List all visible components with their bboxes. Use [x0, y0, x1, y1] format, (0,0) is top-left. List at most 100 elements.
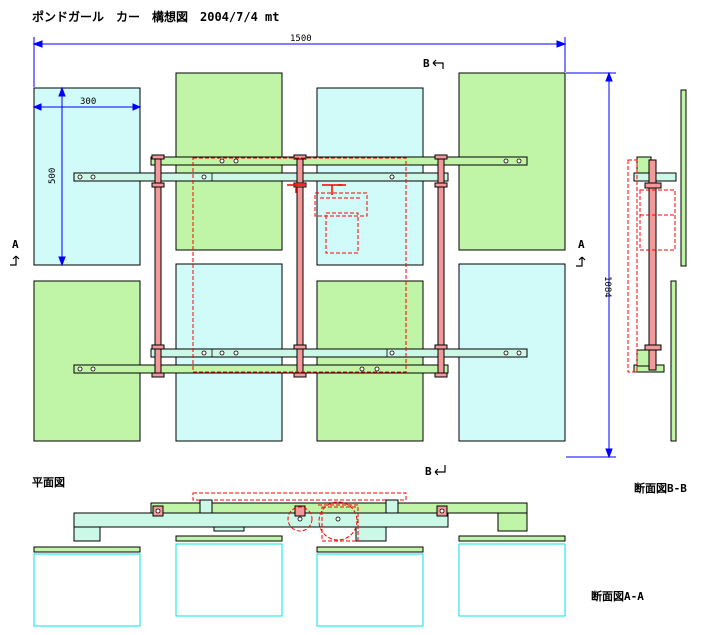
- plan-axles: [151, 154, 448, 378]
- bolt-hole: [77, 174, 83, 180]
- bb-hidden-motor: [639, 189, 676, 251]
- panel-green-bottom-1: [33, 280, 141, 442]
- bolt-hole: [90, 366, 96, 372]
- axle-left: [154, 154, 162, 376]
- bolt-hole: [219, 158, 225, 164]
- bolt-hole: [359, 366, 365, 372]
- axle-collar: [151, 344, 165, 350]
- aa-panel-edge-4: [458, 535, 566, 542]
- section-mark-a-left: A: [12, 238, 19, 251]
- bolt-hole: [233, 350, 239, 356]
- hidden-motor-box: [314, 192, 368, 217]
- axle-collar: [151, 372, 165, 378]
- aa-foot-right: [497, 512, 528, 532]
- bolt-hole: [503, 350, 509, 356]
- section-bb: [633, 89, 687, 442]
- section-mark-a-right: A: [578, 238, 585, 251]
- section-bb-hidden: [627, 159, 676, 373]
- bolt-hole: [516, 350, 522, 356]
- frame-bar-lower-back: [150, 348, 528, 358]
- section-aa-panels: [33, 535, 566, 627]
- bolt-hole: [439, 508, 445, 514]
- dimension-lines: [32, 37, 616, 459]
- bolt-hole: [77, 366, 83, 372]
- dim-overall-height-label: 1084: [602, 276, 612, 298]
- bolt-hole: [155, 508, 161, 514]
- bb-panel-lower: [670, 280, 677, 442]
- bolt-hole: [297, 516, 303, 522]
- dim-panel-height-label: 500: [48, 168, 58, 184]
- label-section-bb: 断面図B-B: [634, 481, 687, 495]
- axle-collar: [293, 344, 307, 350]
- section-aa-bolts: [155, 508, 445, 522]
- aa-panel-hidden-1: [33, 553, 141, 627]
- bolt-hole: [335, 516, 341, 522]
- aa-post: [199, 499, 213, 514]
- bolt-hole: [90, 174, 96, 180]
- aa-hub: [294, 505, 306, 517]
- bolt-hole: [201, 174, 207, 180]
- frame-bar-upper-back: [150, 156, 528, 166]
- bolt-hole: [389, 174, 395, 180]
- aa-frame-front: [73, 512, 449, 528]
- arrow-b-bottom: [434, 465, 446, 476]
- aa-foot-left: [73, 526, 101, 542]
- aa-foot-mid: [213, 526, 245, 532]
- aa-hidden-wheel: [318, 501, 358, 541]
- aa-panel-hidden-3: [316, 553, 424, 627]
- aa-panel-edge-1: [33, 546, 141, 553]
- arrow-a-right: [576, 256, 586, 267]
- axle-collar: [434, 344, 448, 350]
- axle-collar: [293, 372, 307, 378]
- aa-panel-hidden-2: [175, 543, 283, 617]
- bb-axle: [648, 159, 657, 371]
- aa-panel-hidden-4: [458, 543, 566, 617]
- section-aa-hidden: [287, 501, 360, 542]
- aa-hidden-top-plate: [192, 492, 407, 501]
- bb-collar: [644, 182, 662, 189]
- bb-hidden-outline: [627, 159, 638, 373]
- bolt-hole: [201, 350, 207, 356]
- bolt-hole: [374, 366, 380, 372]
- label-section-aa: 断面図A-A: [591, 589, 644, 603]
- axle-middle: [296, 154, 304, 376]
- bolt-hole: [219, 350, 225, 356]
- plan-bolt-holes: [77, 158, 522, 372]
- axle-collar: [434, 372, 448, 378]
- bb-collar: [644, 344, 662, 351]
- bolt-hole: [516, 158, 522, 164]
- hidden-motor-body: [325, 212, 359, 254]
- hidden-body-outline: [192, 157, 407, 373]
- plan-t-brackets: [287, 184, 346, 195]
- arrow-b-top: [432, 59, 444, 69]
- section-aa-hidden-top: [192, 492, 407, 501]
- frame-bar-lower-front: [73, 364, 449, 374]
- drawing-title: ポンドガール カー 構想図 2004/7/4 mt: [32, 9, 279, 24]
- section-aa: [73, 499, 528, 542]
- arrow-a-left: [10, 255, 20, 266]
- dim-overall-width-label: 1500: [290, 34, 312, 44]
- axle-right: [437, 154, 445, 376]
- aa-panel-edge-2: [175, 535, 283, 542]
- panel-green-bottom-3: [316, 280, 424, 442]
- axle-collar: [151, 182, 165, 188]
- bolt-hole: [503, 158, 509, 164]
- plan-frame: [73, 156, 528, 374]
- plan-hidden-lines: [192, 157, 407, 373]
- bolt-hole: [389, 350, 395, 356]
- aa-panel-edge-3: [316, 546, 424, 553]
- dim-panel-width-label: 300: [80, 97, 96, 107]
- section-mark-b-bottom: B: [425, 465, 432, 478]
- label-plan-view: 平面図: [32, 475, 65, 489]
- axle-collar: [293, 154, 307, 160]
- aa-post: [385, 499, 399, 514]
- section-mark-b-top: B: [423, 57, 430, 70]
- frame-bar-upper-front: [73, 172, 449, 182]
- aa-hidden-wheel: [287, 506, 313, 532]
- bolt-hole: [233, 158, 239, 164]
- axle-collar: [151, 154, 165, 160]
- bb-panel-upper: [680, 89, 687, 267]
- aa-hidden-motor: [321, 506, 359, 542]
- aa-foot-right-block: [355, 526, 387, 542]
